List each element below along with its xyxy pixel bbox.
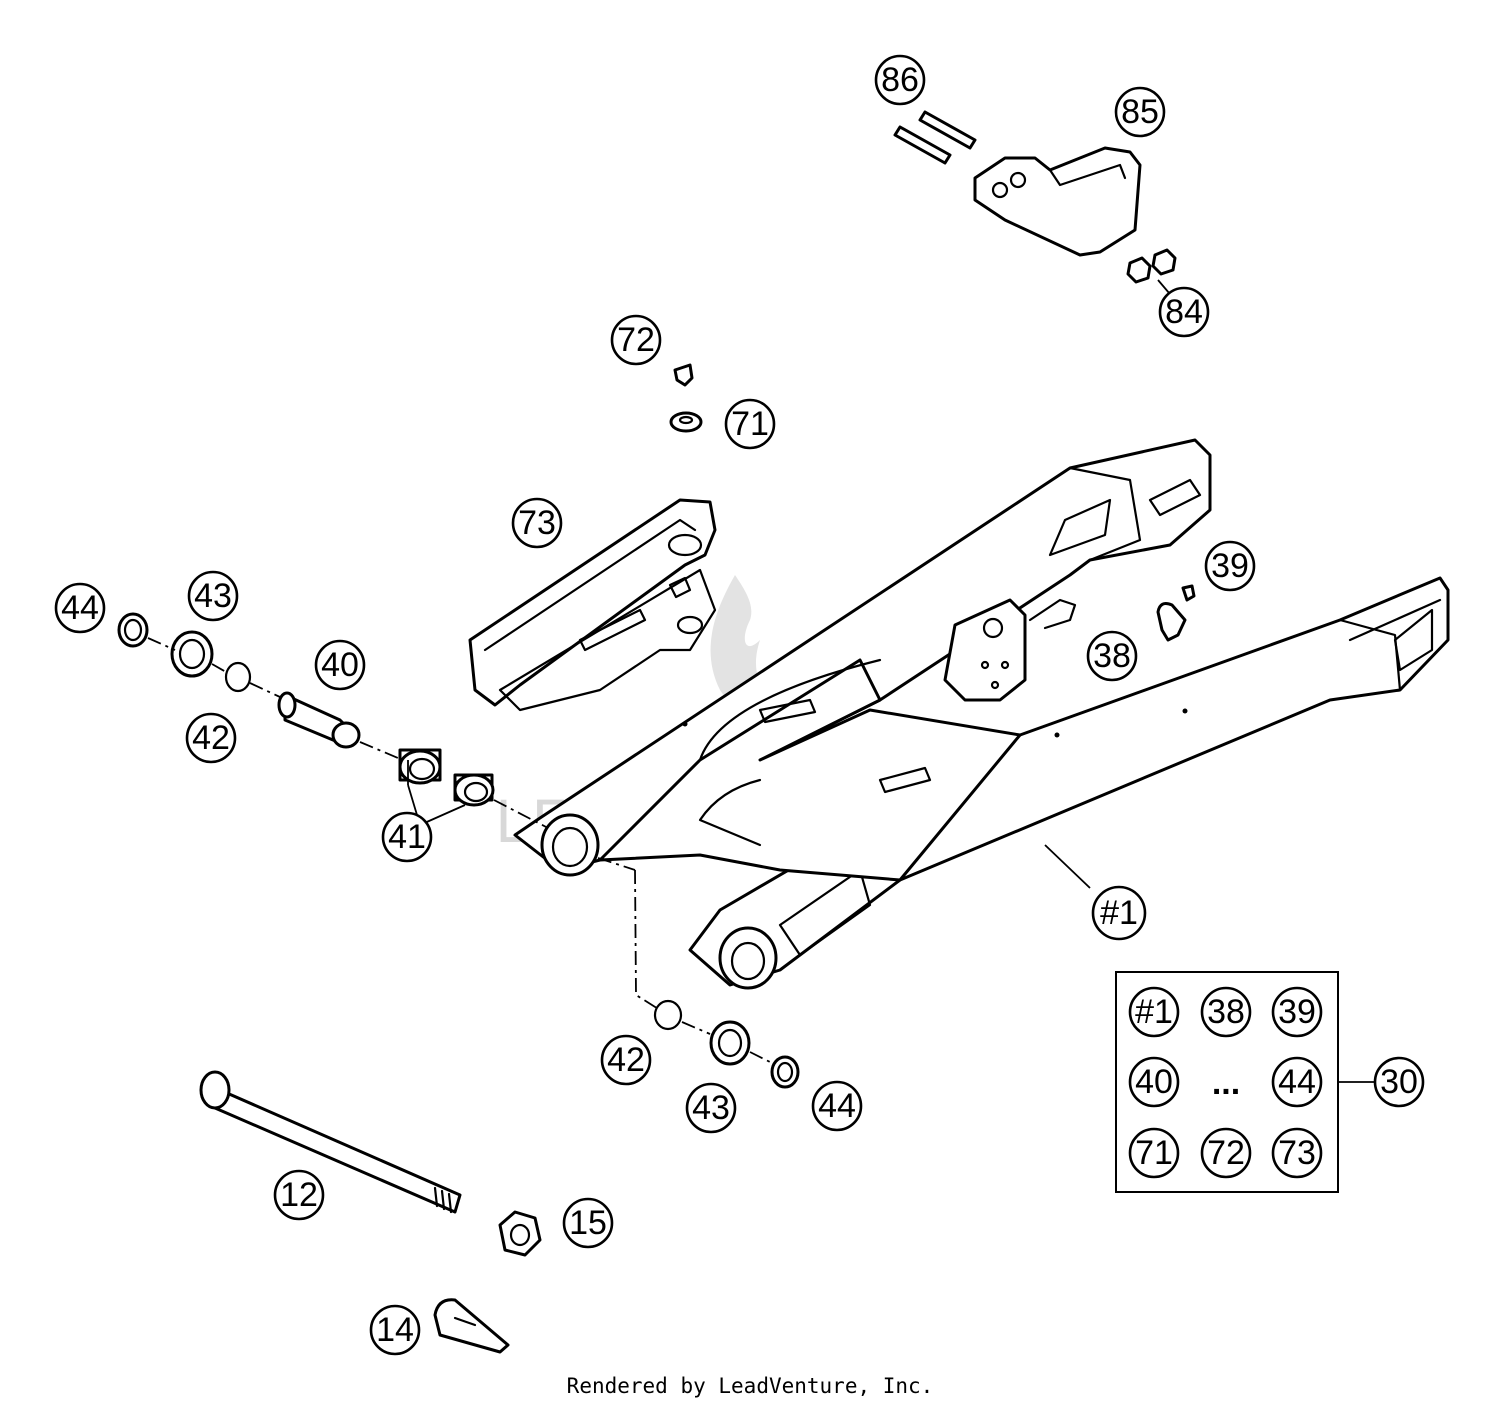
kit-item-label: ... (1212, 1064, 1240, 1102)
callout-40: 40 (314, 639, 366, 691)
callout-38: 38 (1086, 630, 1138, 682)
dust-cap-44-right (770, 1055, 800, 1089)
kit-item-label: 39 (1278, 993, 1316, 1031)
kit-item-label: 72 (1207, 1134, 1245, 1172)
kit-item-73: 73 (1271, 1127, 1323, 1179)
callout-12: 12 (273, 1169, 325, 1221)
callout-label: 84 (1165, 293, 1203, 331)
chain-guide-85 (973, 146, 1142, 257)
watermark-flame-icon (710, 575, 775, 714)
clamp-38 (1156, 602, 1187, 642)
callout-15: 15 (562, 1197, 614, 1249)
kit-item-1: #1 (1128, 986, 1180, 1038)
kit-item-label: 44 (1278, 1063, 1316, 1101)
callout-label: 40 (321, 646, 359, 684)
callout-label: 42 (607, 1041, 645, 1079)
sleeve-40 (277, 691, 361, 749)
seal-43-right (709, 1020, 751, 1066)
leader-lines (407, 279, 1176, 889)
kit-item-39: 39 (1271, 986, 1323, 1038)
callout-label: 72 (617, 321, 655, 359)
callout-73: 73 (511, 497, 563, 549)
callout-85: 85 (1114, 86, 1166, 138)
callout-43-right: 43 (685, 1082, 737, 1134)
callout-1: #1 (1091, 885, 1147, 941)
callout-71: 71 (724, 398, 776, 450)
washer-71 (669, 411, 703, 433)
screw-72 (673, 363, 694, 387)
screw-39 (1181, 584, 1196, 602)
callout-30: 30 (1373, 1056, 1425, 1108)
tool-14 (433, 1298, 510, 1354)
chain-slider-73 (468, 498, 717, 712)
callout-42-left: 42 (185, 712, 237, 764)
callout-label: 43 (692, 1089, 730, 1127)
kit-item-72: 72 (1200, 1127, 1252, 1179)
kit-item-ellipsis: ... (1212, 1064, 1240, 1102)
kit-item-71: 71 (1128, 1127, 1180, 1179)
callout-label: 42 (192, 719, 230, 757)
callout-label: 73 (518, 504, 556, 542)
kit-item-40: 40 (1128, 1056, 1180, 1108)
callout-14: 14 (369, 1304, 421, 1356)
footer-credit: Rendered by LeadVenture, Inc. (566, 1374, 934, 1398)
nuts-84 (1126, 248, 1177, 284)
washer-42-right (653, 999, 683, 1031)
callout-label: 39 (1211, 547, 1249, 585)
callout-label: 38 (1093, 637, 1131, 675)
callout-72: 72 (610, 314, 662, 366)
callout-label: 71 (731, 405, 769, 443)
kit-item-label: 73 (1278, 1134, 1316, 1172)
kit-item-38: 38 (1200, 986, 1252, 1038)
callout-label: #1 (1100, 894, 1138, 932)
needle-bearings-41 (398, 748, 495, 807)
callout-label: 30 (1380, 1063, 1418, 1101)
dust-cap-44-left (117, 612, 149, 648)
callout-label: 41 (388, 818, 426, 856)
callout-label: 15 (569, 1204, 607, 1242)
kit-item-label: #1 (1135, 993, 1173, 1031)
callout-41: 41 (381, 811, 433, 863)
callout-label: 12 (280, 1176, 318, 1214)
callout-label: 44 (818, 1087, 856, 1125)
washer-42-left (224, 661, 252, 693)
callout-label: 44 (61, 589, 99, 627)
callout-44-left: 44 (54, 582, 106, 634)
callout-86: 86 (874, 54, 926, 106)
callout-label: 14 (376, 1311, 414, 1349)
swingarm (513, 438, 1450, 990)
callout-label: 86 (881, 61, 919, 99)
kit-item-label: 71 (1135, 1134, 1173, 1172)
nut-15 (498, 1210, 542, 1257)
seal-43-left (170, 630, 214, 678)
pivot-axle-12 (199, 1070, 462, 1214)
callout-43-left: 43 (187, 570, 239, 622)
callout-39: 39 (1204, 540, 1256, 592)
kit-item-label: 38 (1207, 993, 1245, 1031)
callout-44-right: 44 (811, 1080, 863, 1132)
callout-label: 85 (1121, 93, 1159, 131)
callout-84: 84 (1158, 286, 1210, 338)
callout-label: 43 (194, 577, 232, 615)
callout-42-right: 42 (600, 1034, 652, 1086)
bolts-86 (893, 110, 977, 165)
kit-item-label: 40 (1135, 1063, 1173, 1101)
kit-item-44: 44 (1271, 1056, 1323, 1108)
